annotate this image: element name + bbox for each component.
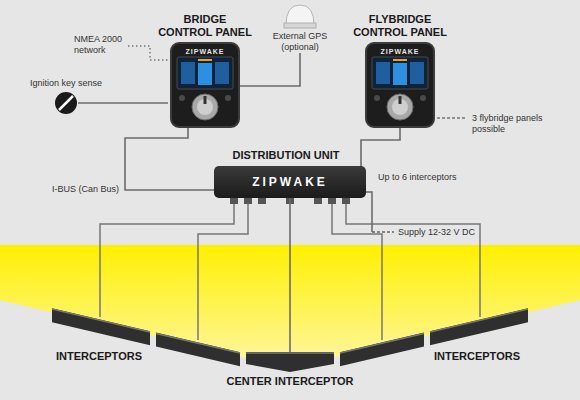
- interceptor-wire: [346, 204, 480, 317]
- network-label: NMEA 2000 network: [74, 34, 126, 56]
- unit-port: [258, 198, 266, 204]
- distribution-unit: DISTRIBUTION UNITZIPWAKE: [214, 166, 366, 198]
- screen-gauge: [376, 62, 390, 84]
- screen-gauge: [198, 63, 212, 85]
- interceptor-wire: [198, 204, 248, 340]
- ignition-key-symbol: [55, 92, 77, 114]
- panel-button: [374, 95, 380, 101]
- panel-button: [179, 95, 185, 101]
- screen-gauge: [410, 62, 424, 84]
- panel-logo: ZIPWAKE: [367, 47, 433, 56]
- panel-face: [172, 44, 238, 126]
- nmea-leader: [128, 46, 168, 60]
- panel-knob: [192, 94, 218, 120]
- external-gps: External GPS (optional): [258, 3, 342, 53]
- panel-title: BRIDGE CONTROL PANEL: [155, 13, 255, 39]
- screen-gauge: [215, 62, 229, 84]
- supply-cable: [362, 192, 372, 232]
- knob-notch: [204, 96, 207, 104]
- unit-port: [342, 198, 350, 204]
- cable-connector: [289, 198, 291, 352]
- unit-port: [314, 198, 322, 204]
- blade-highlight: [246, 352, 334, 354]
- interceptor-blade: [52, 308, 150, 345]
- flybridge-leader: [437, 117, 467, 119]
- panel-button: [420, 95, 426, 101]
- cable-connector: [240, 53, 300, 86]
- panel-face: [367, 44, 433, 126]
- interceptors-label: INTERCEPTORS: [56, 350, 142, 363]
- interceptor-blade: [246, 352, 334, 372]
- unit-port: [328, 198, 336, 204]
- screen-gauge: [181, 62, 195, 84]
- cable-connector: [125, 128, 214, 190]
- panel-screen: [177, 57, 233, 89]
- flybridge-note: 3 flybridge panels possible: [472, 113, 558, 135]
- panel-logo: ZIPWAKE: [172, 47, 238, 56]
- unit-logo: ZIPWAKE: [214, 166, 366, 198]
- ignition-wire: [78, 102, 168, 104]
- supply-cable: [372, 231, 394, 233]
- ignition-key-slash: [59, 96, 73, 110]
- gps-dome: [282, 3, 318, 29]
- screen-indicator: [198, 59, 212, 61]
- gps-label: External GPS (optional): [258, 31, 342, 53]
- unit-port: [230, 198, 238, 204]
- bus-label: I-BUS (Can Bus): [51, 184, 120, 195]
- panel-screen: [372, 57, 428, 89]
- interceptor-blade: [430, 308, 528, 345]
- interceptor-title: CENTER INTERCEPTOR: [227, 375, 354, 388]
- panel-button: [225, 95, 231, 101]
- cable-connector: [361, 128, 400, 166]
- center-interceptor-shape: [246, 352, 334, 372]
- ignition-label: Ignition key sense: [30, 78, 102, 89]
- unit-port: [244, 198, 252, 204]
- interceptor-wire: [100, 204, 234, 317]
- capacity-note: Up to 6 interceptors: [378, 172, 457, 183]
- supply-label: Supply 12-32 V DC: [398, 227, 475, 238]
- knob-notch: [399, 96, 402, 104]
- panel-title: FLYBRIDGE CONTROL PANEL: [350, 13, 450, 39]
- panel-knob: [387, 94, 413, 120]
- gps-dome-base: [284, 23, 316, 28]
- screen-indicator: [393, 59, 407, 61]
- bridge-control-panel: BRIDGE CONTROL PANELZIPWAKE: [170, 42, 240, 128]
- center-interceptor: CENTER INTERCEPTOR: [246, 352, 334, 372]
- gps-dome-shell: [286, 5, 314, 25]
- interceptors-label: INTERCEPTORS: [434, 350, 520, 363]
- flybridge-control-panel: FLYBRIDGE CONTROL PANELZIPWAKE: [365, 42, 435, 128]
- unit-title: DISTRIBUTION UNIT: [196, 149, 376, 162]
- screen-gauge: [393, 63, 407, 85]
